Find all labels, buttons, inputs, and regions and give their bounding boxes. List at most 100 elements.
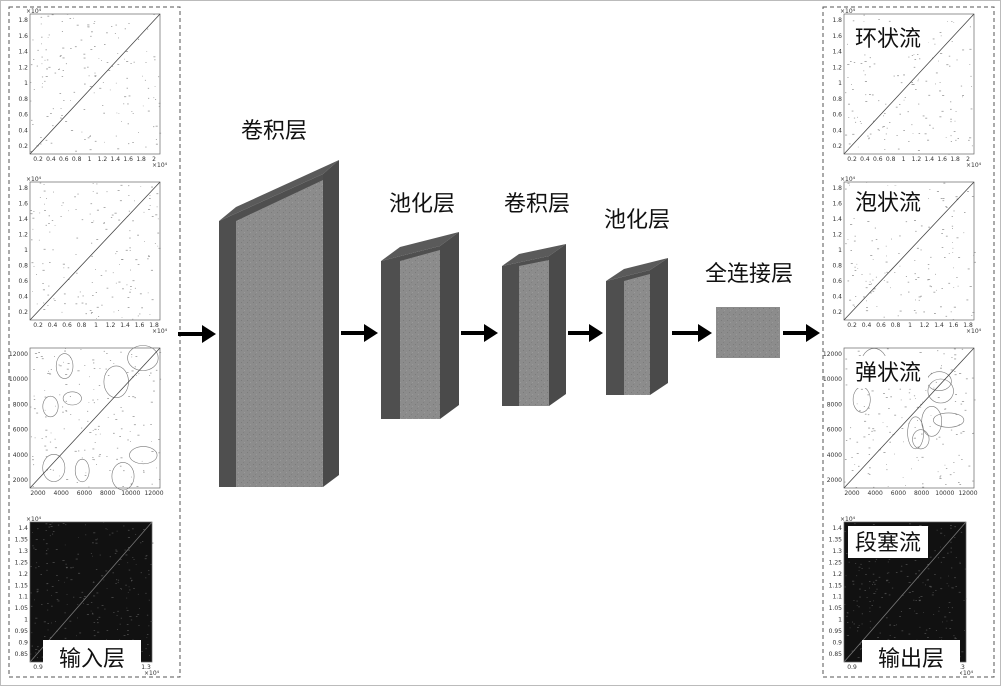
y-tick-label: 1 <box>24 247 28 254</box>
x-tick-label: 1.3 <box>141 664 151 671</box>
x-tick-label: 1.2 <box>106 322 116 329</box>
y-tick-label: 1.1 <box>18 594 28 601</box>
y-tick-label: 1 <box>838 247 842 254</box>
y-tick-label: 1 <box>838 80 842 87</box>
y-tick-label: 0.2 <box>18 309 28 316</box>
x-tick-label: 0.4 <box>48 322 58 329</box>
class-label-bg-4 <box>848 526 928 558</box>
y-tick-label: 4000 <box>827 452 842 459</box>
y-tick-label: 0.4 <box>18 294 28 301</box>
x-tick-label: 10000 <box>935 490 954 497</box>
y-tick-label: 0.2 <box>832 309 842 316</box>
y-tick-label: 10000 <box>9 376 28 383</box>
class-label-bubbly: 泡状流 <box>855 191 921 216</box>
y-tick-label: 0.4 <box>18 127 28 134</box>
x-tick-label: 8000 <box>914 490 929 497</box>
conv2-label: 卷积层 <box>504 192 570 217</box>
y-tick-label: 1.4 <box>18 49 28 56</box>
fc-label: 全连接层 <box>705 262 793 287</box>
y-tick-label: 12000 <box>823 351 842 358</box>
x-tick-label: 1.6 <box>949 322 959 329</box>
y-tick-label: 0.8 <box>18 96 28 103</box>
x-tick-label: 2000 <box>30 490 45 497</box>
y-tick-label: 6000 <box>827 427 842 434</box>
x-tick-label: 1 <box>88 156 92 163</box>
x-tick-label: 1.2 <box>98 156 108 163</box>
x-tick-label: 4000 <box>54 490 69 497</box>
x-tick-label: 0.9 <box>847 664 857 671</box>
x-tick-label: 1.8 <box>136 156 146 163</box>
x-tick-label: 0.9 <box>33 664 43 671</box>
y-tick-label: 1.05 <box>15 605 29 612</box>
x-tick-label: 0.6 <box>59 156 69 163</box>
arrow-pool2-to-fc <box>672 324 712 342</box>
y-tick-label: 0.4 <box>832 294 842 301</box>
fc-block <box>716 307 780 358</box>
x-tick-label: 0.8 <box>77 322 87 329</box>
output-layer-label: 输出层 <box>878 647 944 672</box>
y-tick-label: 1.6 <box>832 33 842 40</box>
x-tick-label: 0.6 <box>62 322 72 329</box>
y-tick-label: 0.8 <box>832 96 842 103</box>
y-tick-label: 0.2 <box>18 143 28 150</box>
y-tick-label: 1.4 <box>18 216 28 223</box>
x-tick-label: 0.6 <box>873 156 883 163</box>
x-tick-label: 1.4 <box>120 322 130 329</box>
y-tick-label: 10000 <box>823 376 842 383</box>
x-tick-label: 0.6 <box>876 322 886 329</box>
y-tick-label: 2000 <box>13 477 28 484</box>
y-tick-label: 1.1 <box>832 594 842 601</box>
x-tick-label: 0.8 <box>72 156 82 163</box>
x-tick-label: 2 <box>966 156 970 163</box>
class-label-bg-2 <box>848 186 928 218</box>
axis-scale-label: ×10⁴ <box>26 8 42 15</box>
y-tick-label: 0.8 <box>832 263 842 270</box>
x-tick-label: 0.8 <box>886 156 896 163</box>
x-tick-label: 0.2 <box>847 322 857 329</box>
y-tick-label: 1.15 <box>15 582 29 589</box>
y-tick-label: 1.4 <box>18 525 28 532</box>
y-tick-label: 12000 <box>9 351 28 358</box>
y-tick-label: 0.95 <box>15 628 29 635</box>
y-tick-label: 0.4 <box>832 127 842 134</box>
pool1-label: 池化层 <box>389 192 455 217</box>
y-tick-label: 1.05 <box>829 605 843 612</box>
axis-scale-label: ×10⁴ <box>966 162 982 169</box>
x-tick-label: 2 <box>152 156 156 163</box>
y-tick-label: 6000 <box>13 427 28 434</box>
input-label-bg <box>43 640 141 676</box>
y-tick-label: 1.2 <box>832 232 842 239</box>
y-tick-label: 0.85 <box>829 651 843 658</box>
y-tick-label: 1.15 <box>829 582 843 589</box>
x-tick-label: 0.2 <box>33 156 43 163</box>
output-panel-border <box>822 6 995 678</box>
x-tick-label: 6000 <box>891 490 906 497</box>
y-tick-label: 0.6 <box>832 112 842 119</box>
y-tick-label: 0.9 <box>832 640 842 647</box>
axis-scale-label: ×10⁴ <box>840 8 856 15</box>
pool2-block <box>606 258 668 395</box>
x-tick-label: 1.4 <box>111 156 121 163</box>
x-tick-label: 8000 <box>100 490 115 497</box>
conv1-label: 卷积层 <box>241 119 307 144</box>
axis-scale-label: ×10⁴ <box>26 516 42 523</box>
y-tick-label: 0.8 <box>18 263 28 270</box>
conv2-block <box>502 244 566 406</box>
axis-scale-label: ×10⁴ <box>840 176 856 183</box>
x-tick-label: 1.2 <box>920 322 930 329</box>
x-tick-label: 10000 <box>121 490 140 497</box>
x-tick-label: 1.3 <box>955 664 965 671</box>
y-tick-label: 0.6 <box>18 278 28 285</box>
y-tick-label: 1.8 <box>832 17 842 24</box>
y-tick-label: 0.6 <box>18 112 28 119</box>
y-tick-label: 1.6 <box>18 33 28 40</box>
y-tick-label: 1.2 <box>18 232 28 239</box>
y-tick-label: 1.2 <box>18 64 28 71</box>
x-tick-label: 0.2 <box>847 156 857 163</box>
y-tick-label: 0.9 <box>18 640 28 647</box>
y-tick-label: 1.3 <box>18 548 28 555</box>
y-tick-label: 8000 <box>13 401 28 408</box>
y-tick-label: 0.95 <box>829 628 843 635</box>
